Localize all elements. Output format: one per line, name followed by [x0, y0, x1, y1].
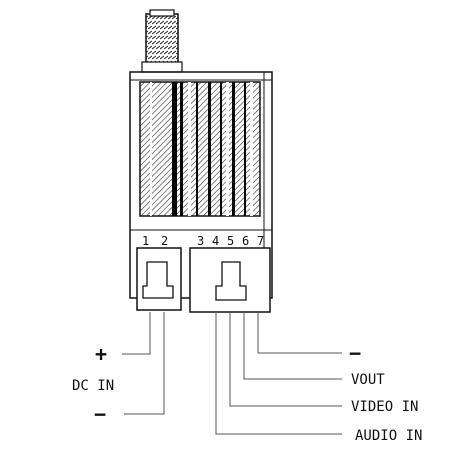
pin-label-6: 6: [242, 234, 249, 248]
pin-label-3: 3: [197, 234, 204, 248]
ground-symbol: −: [349, 341, 361, 365]
signal-connector: [189, 247, 271, 313]
wire-audio-in: [215, 312, 342, 435]
wire-dc-plus: [122, 312, 151, 355]
dc-minus-symbol: −: [94, 402, 106, 426]
wire-ground: [257, 312, 342, 354]
pin-label-5: 5: [227, 234, 234, 248]
antenna-connector: [141, 9, 183, 73]
power-connector: [136, 247, 182, 311]
dc-plus-symbol: +: [95, 342, 107, 366]
vout-label: VOUT: [351, 372, 385, 388]
wire-vout: [243, 312, 342, 380]
signal-labels: − VOUT VIDEO IN AUDIO IN: [349, 341, 422, 444]
pin-numbers: 1 2 3 4 5 6 7: [142, 234, 264, 248]
pin-label-1: 1: [142, 234, 149, 248]
pin-label-7: 7: [257, 234, 264, 248]
wires: [122, 312, 342, 435]
pin-label-2: 2: [161, 234, 168, 248]
wire-video-in: [229, 312, 342, 407]
audio-in-label: AUDIO IN: [355, 428, 422, 444]
shield-can: [139, 81, 261, 217]
pin-label-4: 4: [212, 234, 219, 248]
wire-dc-minus: [124, 312, 165, 415]
dc-labels: + DC IN −: [72, 342, 114, 426]
video-in-label: VIDEO IN: [351, 399, 418, 415]
dc-in-label: DC IN: [72, 378, 114, 394]
